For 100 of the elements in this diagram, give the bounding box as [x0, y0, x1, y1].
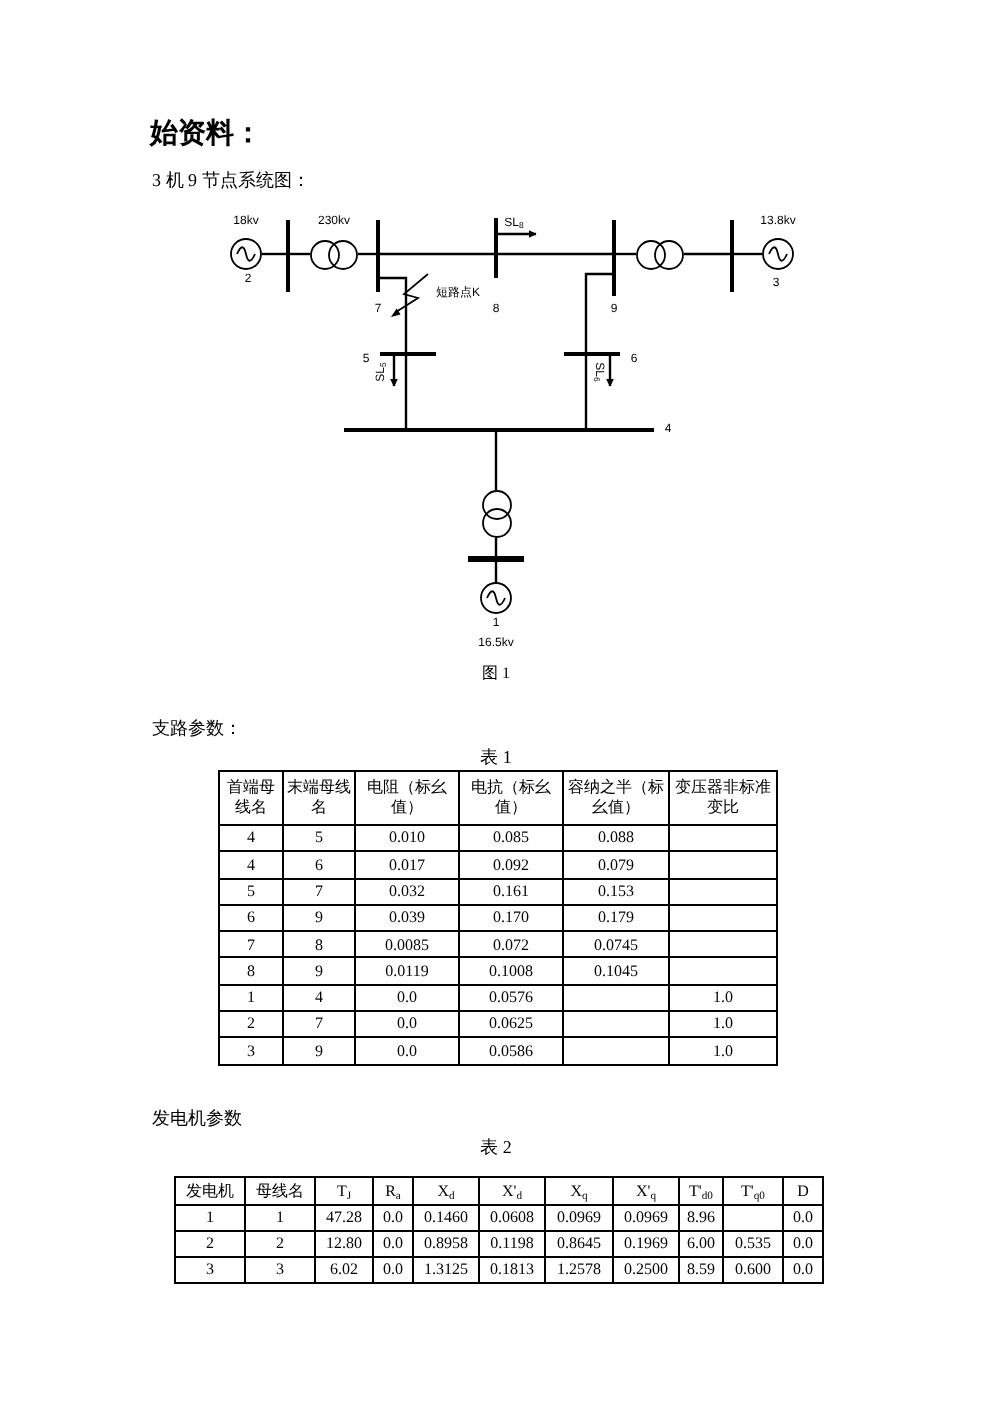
- table-cell: 2: [175, 1231, 245, 1257]
- table-cell: 1.0: [669, 1011, 777, 1038]
- table-cell: 8.96: [679, 1205, 723, 1231]
- table-cell: 0.2500: [613, 1257, 679, 1283]
- table-cell: 0.600: [723, 1257, 783, 1283]
- table-cell: 9: [283, 957, 355, 985]
- table-header-cell: X'$_{q}$: [613, 1177, 679, 1205]
- table-cell: 0.079: [563, 851, 669, 879]
- table-cell: 0.1969: [613, 1231, 679, 1257]
- table-cell: 0.170: [459, 904, 563, 932]
- wire: [262, 252, 286, 256]
- table-cell: 0.0625: [459, 1011, 563, 1038]
- table-cell: 0.0: [373, 1257, 413, 1283]
- table-cell: 7: [283, 878, 355, 905]
- wire: [404, 356, 408, 428]
- table-caption: 表 2: [480, 1139, 512, 1157]
- table-header-cell: 容纳之半（标幺值）: [563, 771, 669, 825]
- table-header-cell: 电抗（标幺值）: [459, 771, 563, 825]
- table-cell: 0.0: [373, 1205, 413, 1231]
- table-cell: 0.0: [783, 1257, 823, 1283]
- table-cell: 8: [219, 957, 283, 985]
- wire: [494, 562, 498, 582]
- table-cell: 6: [283, 851, 355, 879]
- table-cell: 7: [283, 1011, 355, 1038]
- table-header-cell: 发电机: [175, 1177, 245, 1205]
- table-cell: 0.072: [459, 931, 563, 958]
- table-cell: 0.0119: [355, 957, 459, 985]
- figure-caption: 图 1: [482, 666, 510, 682]
- table-cell: 1: [175, 1205, 245, 1231]
- table-cell: 4: [219, 851, 283, 879]
- table-cell: 12.80: [315, 1231, 373, 1257]
- transformer-symbol: [310, 240, 358, 270]
- table-cell: 0.0576: [459, 984, 563, 1012]
- table-cell: 8.59: [679, 1257, 723, 1283]
- table-cell: 1.3125: [413, 1257, 479, 1283]
- table-cell: 1.0: [669, 984, 777, 1012]
- table-header-cell: T'$_{d0}$: [679, 1177, 723, 1205]
- table-cell: 4: [219, 825, 283, 852]
- load-arrow: [606, 356, 614, 387]
- load-arrow: [498, 230, 537, 238]
- table-cell: 0.0: [783, 1205, 823, 1231]
- wire: [734, 252, 762, 256]
- wire: [616, 252, 636, 256]
- table-cell: 2: [245, 1231, 315, 1257]
- page-heading: 始资料：: [150, 118, 262, 146]
- table-cell: 0.0: [355, 1011, 459, 1038]
- table-cell: 0.1813: [479, 1257, 545, 1283]
- busbar: [468, 556, 524, 562]
- table-cell: 0.092: [459, 851, 563, 879]
- table-header-cell: X$_{d}$: [413, 1177, 479, 1205]
- table-cell: 0.0: [355, 984, 459, 1012]
- wire: [380, 252, 494, 256]
- table-cell: 0.8645: [545, 1231, 613, 1257]
- wire: [584, 356, 588, 428]
- table-cell: 0.0745: [563, 931, 669, 958]
- table-cell: 1: [219, 984, 283, 1012]
- table-cell: 8: [283, 931, 355, 958]
- table-cell: 0.032: [355, 878, 459, 905]
- table-cell: 0.1198: [479, 1231, 545, 1257]
- table-cell: 0.0608: [479, 1205, 545, 1231]
- table-header-cell: 电阻（标幺值）: [355, 771, 459, 825]
- table-cell: 0.010: [355, 825, 459, 852]
- table-cell: 0.8958: [413, 1231, 479, 1257]
- wire: [684, 252, 730, 256]
- load-arrow: [390, 356, 398, 387]
- table-cell: 6.02: [315, 1257, 373, 1283]
- table-cell: 0.0: [373, 1231, 413, 1257]
- table-cell: 5: [283, 825, 355, 852]
- transformer-symbol: [636, 240, 684, 270]
- table-header-cell: 首端母线名: [219, 771, 283, 825]
- table-cell: 0.1008: [459, 957, 563, 985]
- table-cell: 0.153: [563, 878, 669, 905]
- table-cell: 0.0969: [545, 1205, 613, 1231]
- table-header-cell: 母线名: [245, 1177, 315, 1205]
- table-cell: 3: [219, 1037, 283, 1065]
- table-header-cell: R$_{a}$: [373, 1177, 413, 1205]
- table-header-cell: T'$_{q0}$: [723, 1177, 783, 1205]
- table-cell: 1: [245, 1205, 315, 1231]
- wire: [290, 252, 310, 256]
- table-cell: 0.0085: [355, 931, 459, 958]
- table-cell: 0.1045: [563, 957, 669, 985]
- table-cell: 3: [175, 1257, 245, 1283]
- table-header-cell: 末端母线名: [283, 771, 355, 825]
- table-cell: 2: [219, 1011, 283, 1038]
- table-cell: 0.535: [723, 1231, 783, 1257]
- table-cell: 7: [219, 931, 283, 958]
- generator-symbol: [480, 582, 512, 614]
- table-cell: 0.0: [783, 1231, 823, 1257]
- table-header-cell: 变压器非标准变比: [669, 771, 777, 825]
- table-cell: 5: [219, 878, 283, 905]
- table-cell: 0.1460: [413, 1205, 479, 1231]
- table-cell: 1.0: [669, 1037, 777, 1065]
- table-cell: 47.28: [315, 1205, 373, 1231]
- table-cell: 3: [245, 1257, 315, 1283]
- transformer-symbol: [482, 490, 512, 538]
- table-cell: 6.00: [679, 1231, 723, 1257]
- table-cell: 0.039: [355, 904, 459, 932]
- table-cell: 9: [283, 904, 355, 932]
- table-cell: 1.2578: [545, 1257, 613, 1283]
- table-cell: 9: [283, 1037, 355, 1065]
